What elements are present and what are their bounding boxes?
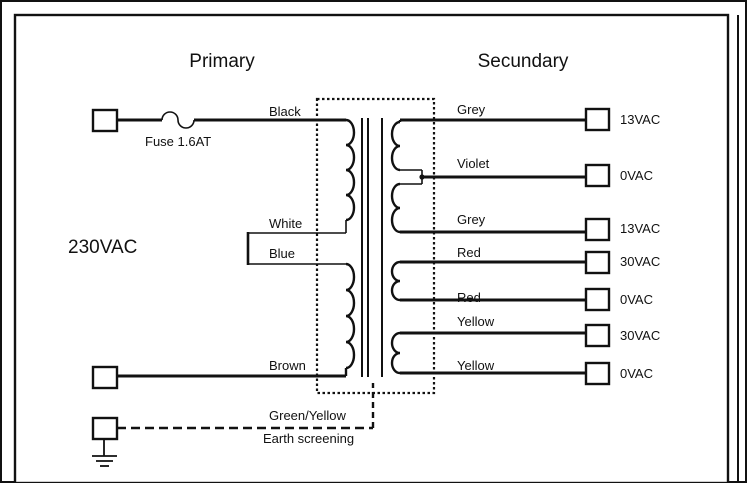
secondary-output-1: Grey 13VAC xyxy=(400,102,660,132)
fuse-symbol xyxy=(161,111,195,129)
output-terminal-7 xyxy=(584,361,611,386)
wire-label-brown: Brown xyxy=(269,358,306,373)
voltage-label-4: 30VAC xyxy=(620,254,660,269)
wire-label-violet: Violet xyxy=(457,156,490,171)
voltage-label-3: 13VAC xyxy=(620,221,660,236)
secondary-coil-1-lower xyxy=(390,182,401,234)
wire-label-white: White xyxy=(269,216,302,231)
primary-upper-coil xyxy=(345,118,356,222)
earth-screening-label: Earth screening xyxy=(263,431,354,446)
wire-label-grey-bottom: Grey xyxy=(457,212,486,227)
secondary-output-3: Grey 13VAC xyxy=(400,212,660,242)
output-terminal-1 xyxy=(584,107,611,132)
voltage-label-6: 30VAC xyxy=(620,328,660,343)
secondary-output-7: Yellow 0VAC xyxy=(400,358,653,386)
wire-label-red-top: Red xyxy=(457,245,481,260)
voltage-label-5: 0VAC xyxy=(620,292,653,307)
secondary-heading: Secundary xyxy=(478,51,569,72)
secondary-coil-2 xyxy=(390,260,401,302)
wire-label-green-yellow: Green/Yellow xyxy=(269,408,346,423)
fuse-label: Fuse 1.6AT xyxy=(145,134,211,149)
voltage-label-1: 13VAC xyxy=(620,112,660,127)
secondary-output-6: Yellow 30VAC xyxy=(400,314,660,348)
voltage-label-2: 0VAC xyxy=(620,168,653,183)
wire-label-yellow-top: Yellow xyxy=(457,314,495,329)
primary-bottom-terminal xyxy=(91,365,119,390)
output-terminal-5 xyxy=(584,287,611,312)
secondary-output-4: Red 30VAC xyxy=(400,245,660,275)
primary-top-terminal xyxy=(91,108,119,133)
wire-label-yellow-bottom: Yellow xyxy=(457,358,495,373)
output-terminal-2 xyxy=(584,163,611,188)
secondary-output-2: Violet 0VAC xyxy=(422,156,653,188)
input-voltage-label: 230VAC xyxy=(68,237,137,258)
output-terminal-3 xyxy=(584,217,611,242)
secondary-output-5: Red 0VAC xyxy=(400,287,653,312)
wire-label-grey-top: Grey xyxy=(457,102,486,117)
voltage-label-7: 0VAC xyxy=(620,366,653,381)
output-terminal-6 xyxy=(584,323,611,348)
secondary-coil-1-upper xyxy=(390,120,401,172)
primary-heading: Primary xyxy=(189,51,255,72)
transformer-enclosure xyxy=(315,97,436,395)
ground-icon xyxy=(92,439,117,467)
primary-lower-coil xyxy=(345,262,356,370)
earth-terminal xyxy=(91,416,119,441)
secondary-coil-3 xyxy=(390,331,401,375)
wire-label-black: Black xyxy=(269,104,301,119)
output-terminal-4 xyxy=(584,250,611,275)
wire-label-blue: Blue xyxy=(269,246,295,261)
inner-frame xyxy=(13,13,730,483)
wire-label-red-bottom: Red xyxy=(457,290,481,305)
